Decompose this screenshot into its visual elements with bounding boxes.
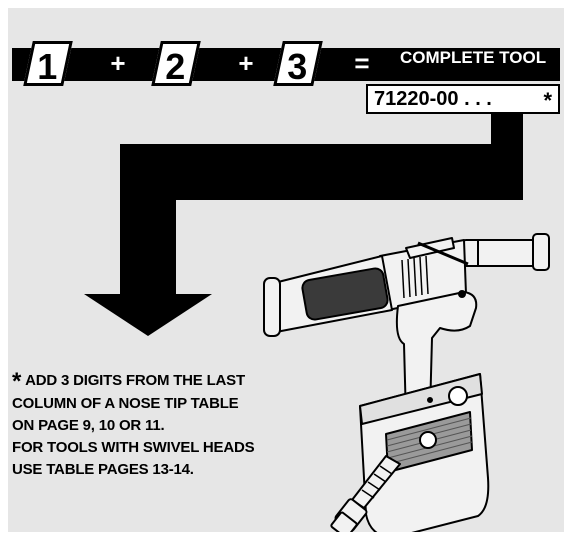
footnote-line-5: USE TABLE PAGES 13-14. [12,459,332,481]
footnote-asterisk: * [12,368,21,395]
footnote: *ADD 3 DIGITS FROM THE LAST COLUMN OF A … [12,370,332,481]
footnote-line-3: ON PAGE 9, 10 OR 11. [12,415,332,437]
diagram-panel: 1 + 2 + 3 = COMPLETE TOOL 71220-00 . . .… [8,8,564,532]
footnote-line-4: FOR TOOLS WITH SWIVEL HEADS [12,437,332,459]
footnote-line-1: *ADD 3 DIGITS FROM THE LAST [12,370,332,393]
footnote-line-2: COLUMN OF A NOSE TIP TABLE [12,393,332,415]
footnote-line-1-text: ADD 3 DIGITS FROM THE LAST [25,372,245,389]
